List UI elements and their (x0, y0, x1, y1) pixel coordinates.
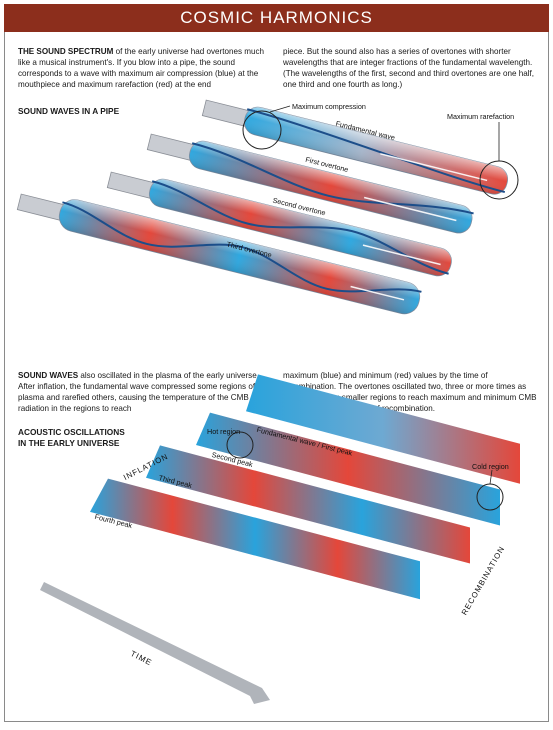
max-compression-label: Maximum compression (292, 102, 366, 111)
middle-lead: SOUND WAVES (18, 371, 79, 380)
pipes-diagram (16, 99, 519, 315)
band-third-peak (146, 445, 470, 564)
max-rarefaction-label: Maximum rarefaction (447, 112, 515, 121)
band-second-peak (196, 412, 500, 526)
time-arrow (40, 582, 270, 704)
oscillations-heading-line1: ACOUSTIC OSCILLATIONS (18, 427, 125, 437)
band-fourth-peak (90, 478, 420, 600)
pipes-heading: SOUND WAVES IN A PIPE (18, 106, 120, 116)
intro-right-paragraph: piece. But the sound also has a series o… (283, 47, 535, 89)
hot-region-callout-circle (226, 431, 254, 459)
intro-left-body: of the early universe had overtones much… (18, 47, 265, 89)
middle-left-paragraph: SOUND WAVES also oscillated in the plasm… (18, 370, 274, 414)
cold-region-label: Cold region (472, 462, 509, 471)
middle-left-body: also oscillated in the plasma of the ear… (18, 371, 259, 413)
pipe-second-overtone (106, 171, 452, 277)
pipe-first-overtone (146, 133, 474, 234)
pipe-fundamental (201, 99, 509, 195)
intro-left-paragraph: THE SOUND SPECTRUM of the early universe… (18, 46, 274, 90)
pipe-third-overtone (16, 193, 422, 315)
band-fundamental (246, 374, 520, 484)
page-title: COSMIC HARMONICS (4, 4, 549, 32)
compression-callout-circle (242, 110, 282, 150)
intro-lead: THE SOUND SPECTRUM (18, 47, 114, 56)
oscillations-heading-line2: IN THE EARLY UNIVERSE (18, 438, 120, 448)
hot-region-label: Hot region (207, 427, 241, 436)
